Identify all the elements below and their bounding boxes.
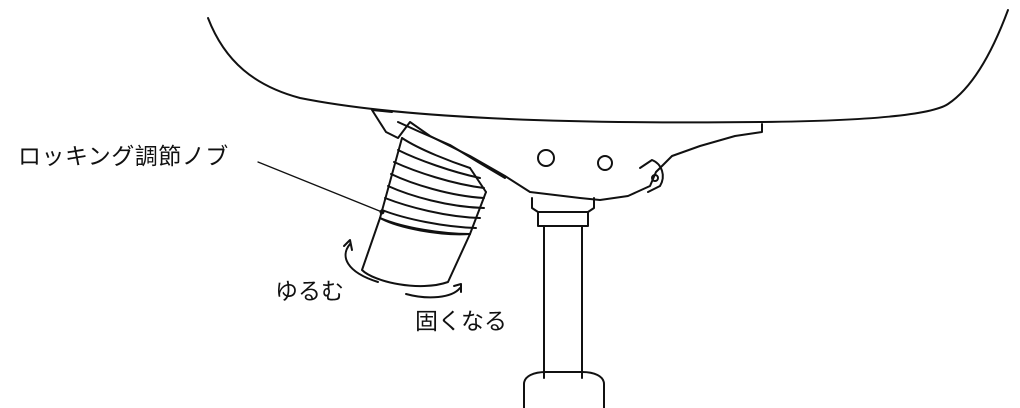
mechanism-hole-right [597,155,613,171]
mechanism-bracket [639,159,664,193]
cylinder-collar [531,197,595,227]
leader-line [257,161,383,213]
mechanism-hole-small [651,174,659,182]
seat-shell [207,9,1009,124]
mechanism-plate-inner [397,121,506,179]
knob-threads [379,137,487,235]
tighten-label: 固くなる [415,309,507,335]
loosen-arrow [344,243,379,283]
cylinder-sleeve [523,371,605,408]
loosen-label: ゆるむ [275,279,344,305]
mechanism-hole-left [537,149,555,167]
mechanism-plate [371,109,763,201]
knob-label: ロッキング調節ノブ [18,144,229,170]
knob-body [361,217,471,288]
leader-dot [379,209,385,215]
tighten-arrow [405,287,461,299]
